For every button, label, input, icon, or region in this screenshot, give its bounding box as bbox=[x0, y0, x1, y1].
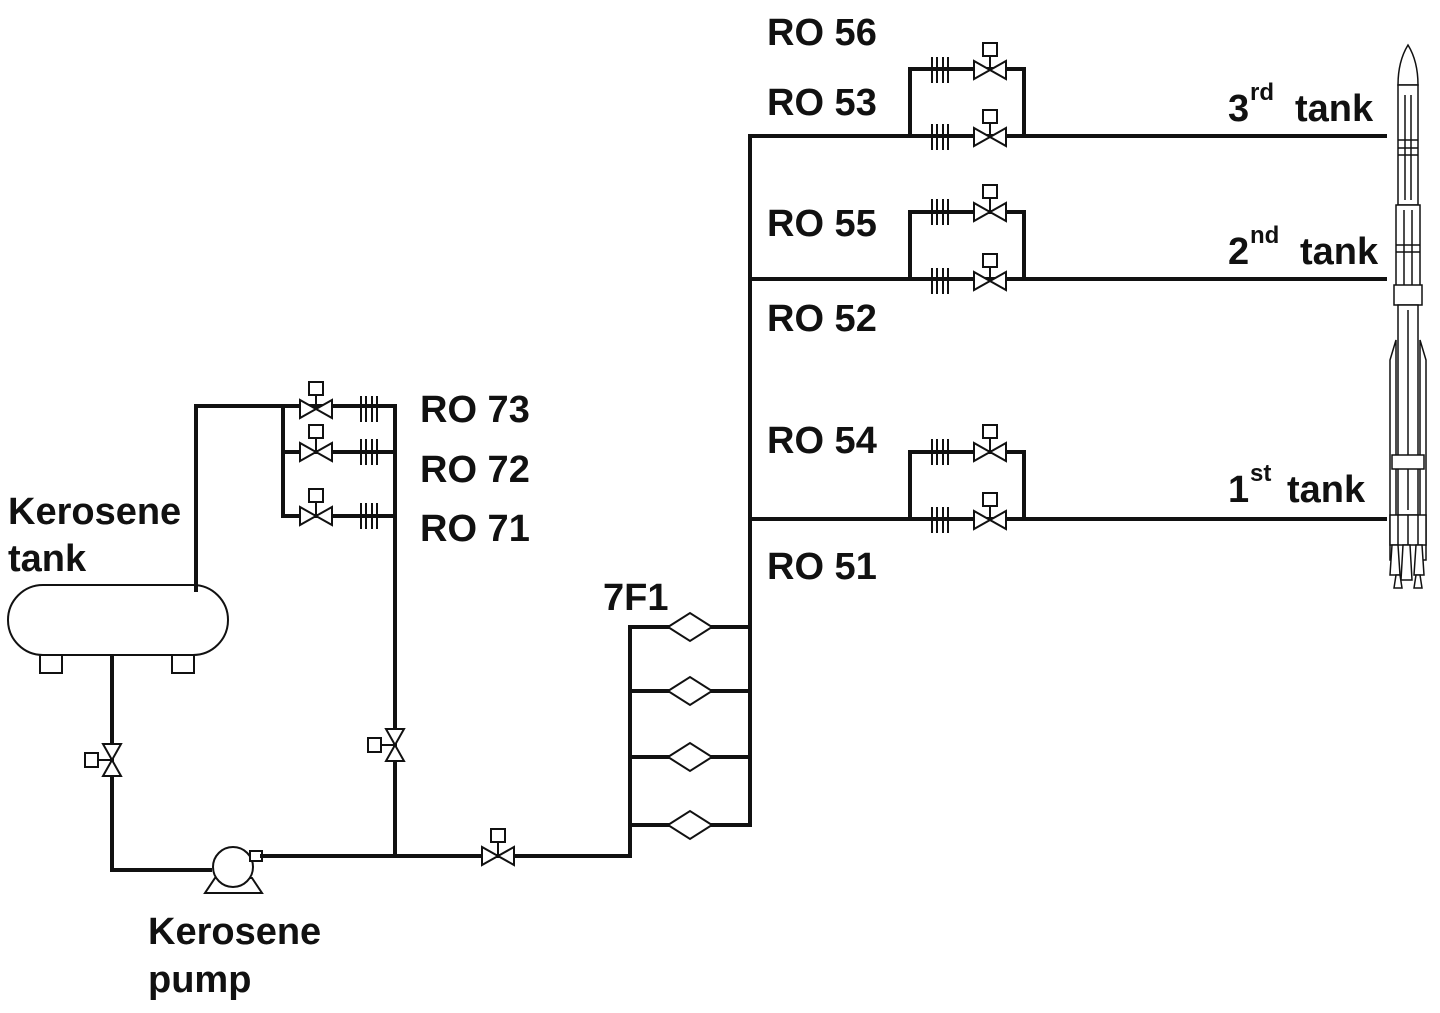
svg-text:tank: tank bbox=[1295, 88, 1374, 130]
ro52-label: RO 52 bbox=[767, 298, 877, 340]
ro73-label: RO 73 bbox=[420, 389, 530, 431]
svg-text:1: 1 bbox=[1228, 469, 1249, 511]
svg-text:nd: nd bbox=[1250, 222, 1279, 249]
ro53-valve-icon bbox=[973, 109, 1007, 147]
filter-icon-1 bbox=[667, 612, 713, 642]
ro55-valve-icon bbox=[973, 184, 1007, 222]
ro56-valve-icon bbox=[973, 42, 1007, 80]
rocket-icon bbox=[1389, 43, 1427, 589]
kerosene-tank-label-2: tank bbox=[8, 538, 87, 580]
svg-text:2: 2 bbox=[1228, 231, 1249, 273]
kerosene-tank bbox=[7, 584, 229, 674]
kerosene-pump-icon bbox=[203, 846, 264, 894]
ro52-valve-icon bbox=[973, 253, 1007, 291]
svg-text:rd: rd bbox=[1250, 79, 1274, 106]
ro51-label: RO 51 bbox=[767, 546, 877, 588]
kerosene-pump-label-1: Kerosene bbox=[148, 911, 321, 953]
recirculation-valve-icon bbox=[367, 728, 405, 762]
svg-text:3: 3 bbox=[1228, 88, 1249, 130]
ro53-label: RO 53 bbox=[767, 82, 877, 124]
ro55-label: RO 55 bbox=[767, 203, 877, 245]
pump-discharge-pipe bbox=[260, 625, 632, 858]
ro73-orifice-icon bbox=[360, 395, 378, 423]
first-tank-bypass-pipe bbox=[908, 450, 1026, 521]
filter-icon-3 bbox=[667, 742, 713, 772]
ro54-valve-icon bbox=[973, 424, 1007, 462]
svg-text:tank: tank bbox=[1300, 231, 1379, 273]
return-bypass-pipe bbox=[281, 404, 397, 518]
filter-icon-2 bbox=[667, 676, 713, 706]
third-tank-label: 3 rd tank bbox=[1228, 79, 1374, 130]
ro71-label: RO 71 bbox=[420, 508, 530, 550]
kerosene-pump-label-2: pump bbox=[148, 959, 251, 1001]
ro71-valve-icon bbox=[299, 488, 333, 526]
tank-to-pump-pipe bbox=[110, 655, 212, 872]
ro72-label: RO 72 bbox=[420, 449, 530, 491]
ro54-label: RO 54 bbox=[767, 420, 877, 462]
filter-icon-4 bbox=[667, 810, 713, 840]
ro56-label: RO 56 bbox=[767, 12, 877, 54]
filter-label: 7F1 bbox=[603, 577, 668, 619]
svg-text:tank: tank bbox=[1287, 469, 1366, 511]
svg-text:st: st bbox=[1250, 460, 1271, 487]
first-tank-label: 1 st tank bbox=[1228, 460, 1366, 511]
ro73-valve-icon bbox=[299, 381, 333, 419]
tank-outlet-valve-icon bbox=[84, 743, 122, 777]
second-tank-label: 2 nd tank bbox=[1228, 222, 1379, 273]
ro51-valve-icon bbox=[973, 492, 1007, 530]
third-tank-bypass-pipe bbox=[908, 67, 1026, 138]
ro72-valve-icon bbox=[299, 424, 333, 462]
discharge-valve-icon bbox=[481, 828, 515, 866]
second-tank-bypass-pipe bbox=[908, 210, 1026, 281]
tank-return-pipe bbox=[194, 404, 397, 592]
kerosene-tank-label-1: Kerosene bbox=[8, 491, 181, 533]
